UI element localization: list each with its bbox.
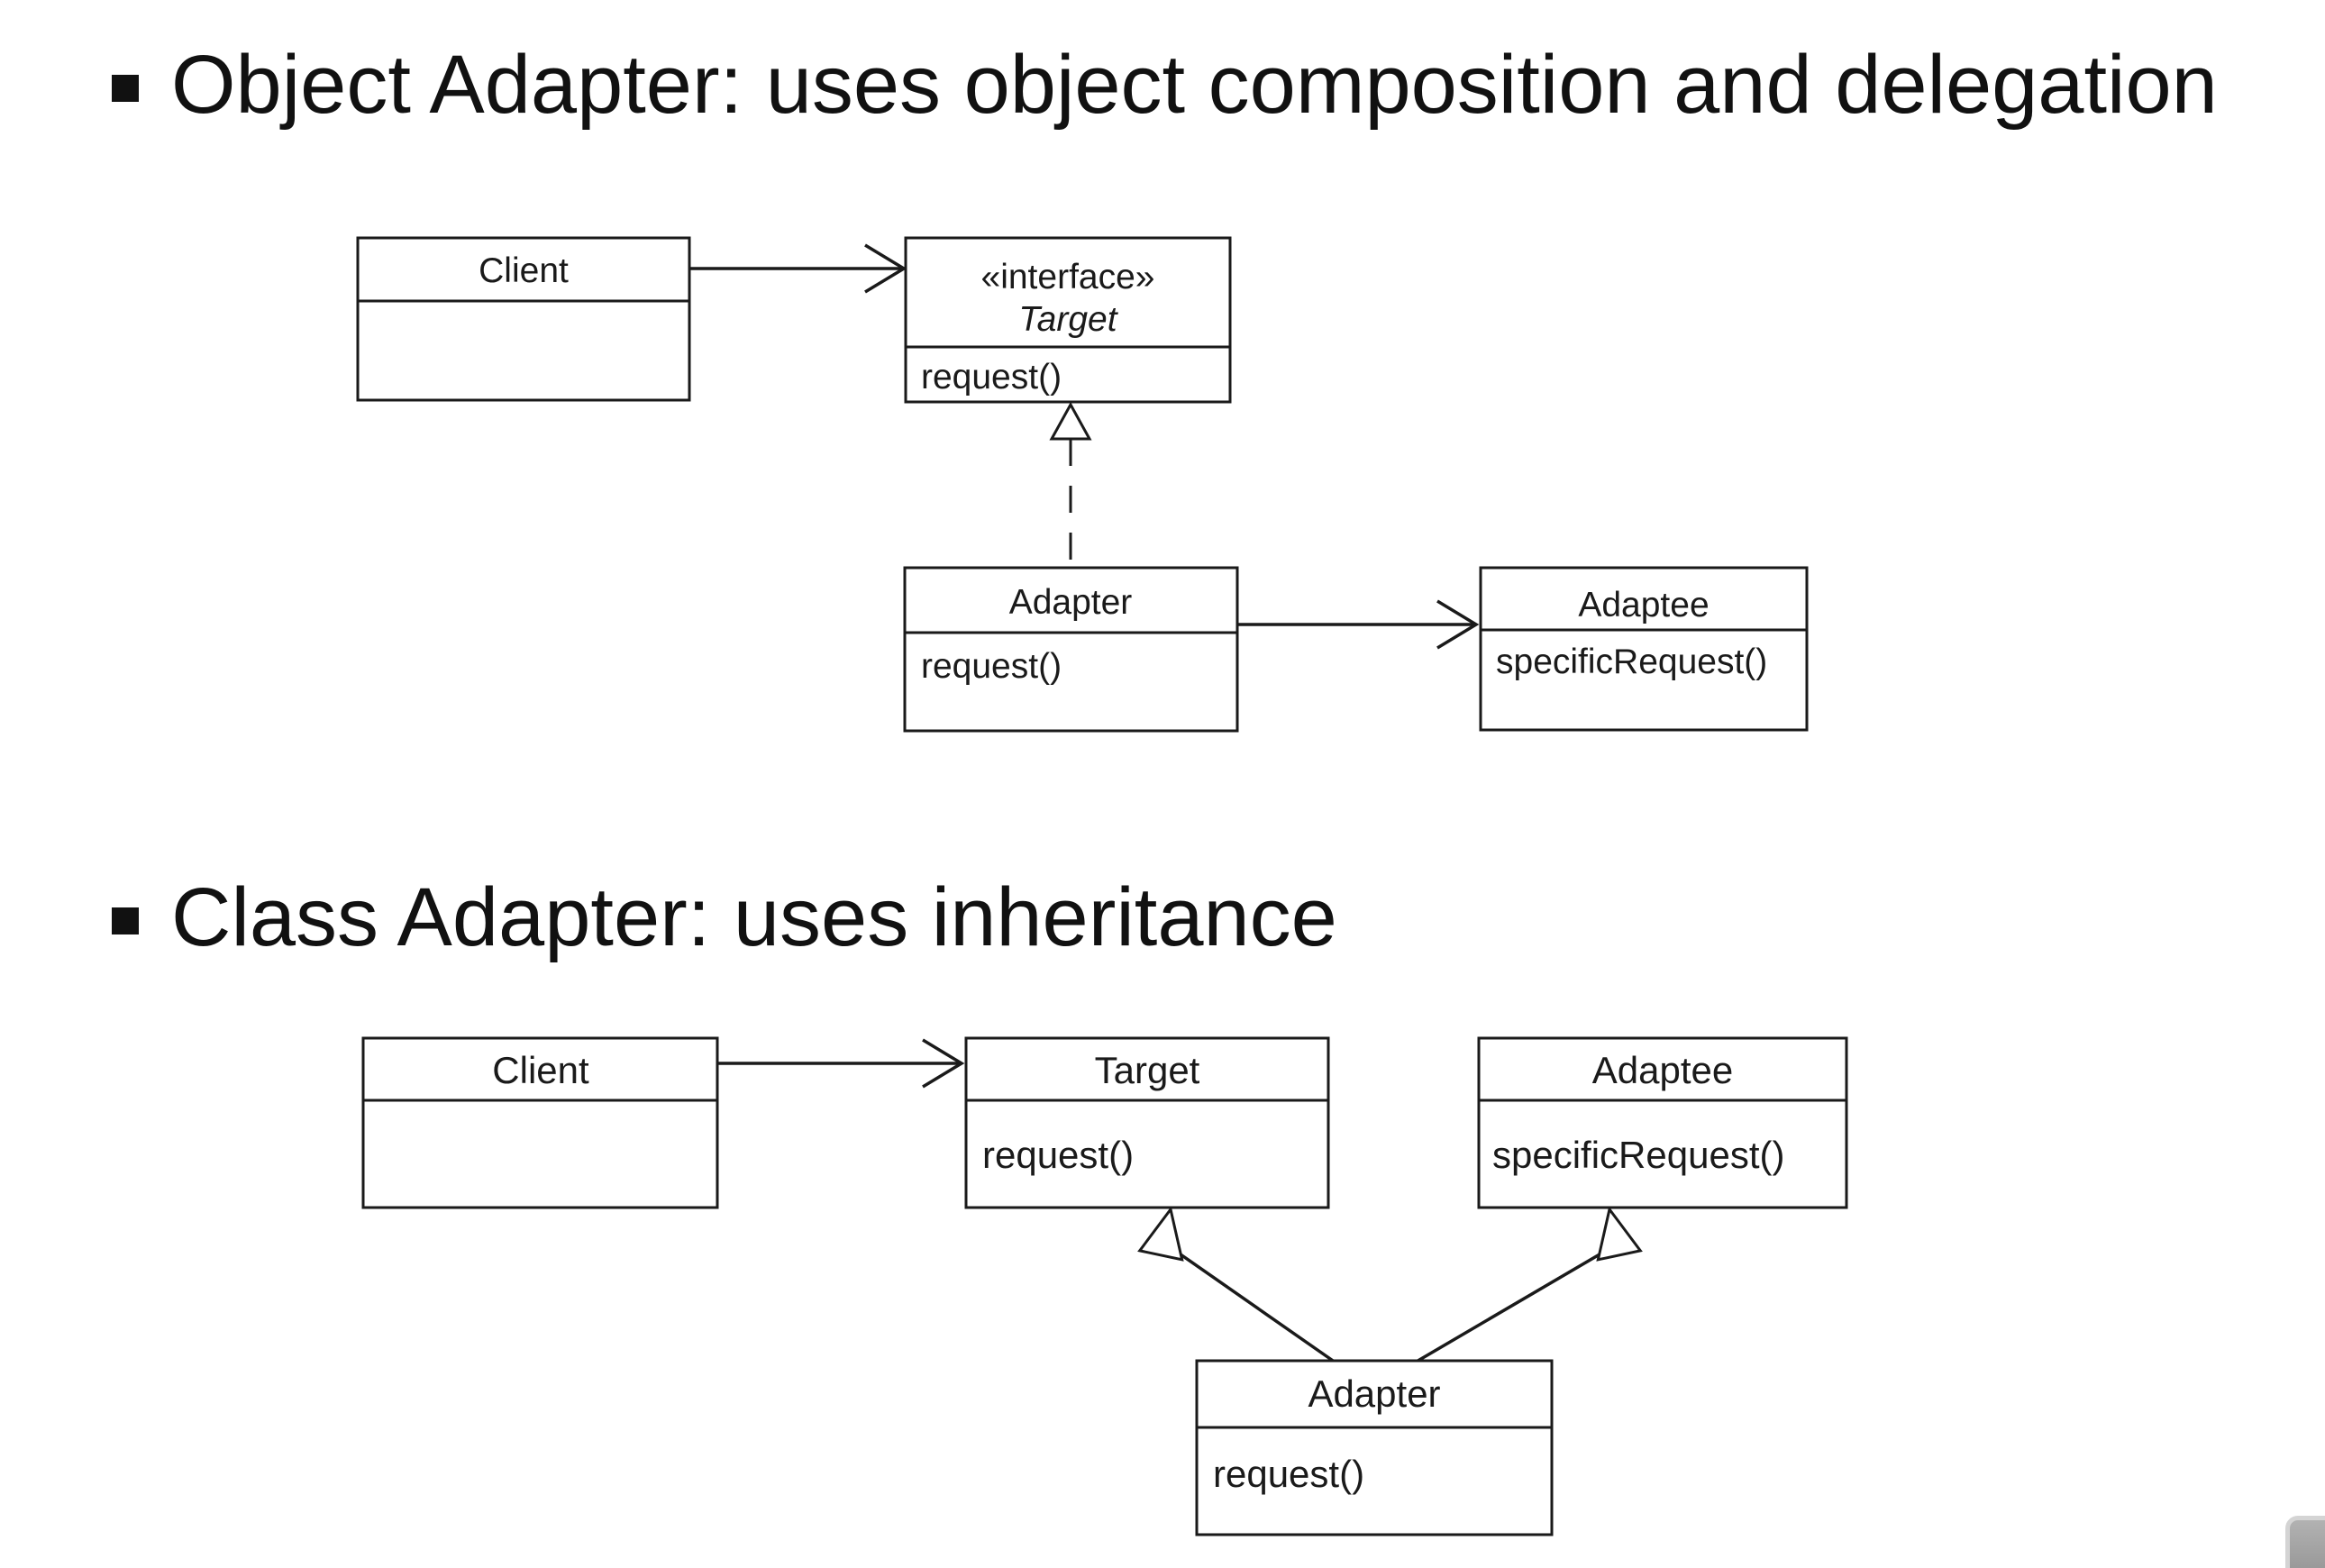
open-arrowhead-icon xyxy=(922,1038,965,1089)
class-name: Adaptee xyxy=(1578,586,1709,624)
class-box-frame xyxy=(1479,566,1809,732)
class-box-frame xyxy=(964,1036,1330,1209)
class-box-frame xyxy=(1477,1036,1848,1209)
client-class-box: Client xyxy=(361,1036,719,1209)
inheritance-line-adapter-target xyxy=(1179,1253,1337,1364)
class-box-frame xyxy=(1195,1359,1554,1536)
operation-label: specificRequest() xyxy=(1496,643,1767,681)
class-name: Client xyxy=(479,251,569,290)
hollow-triangle-arrowhead-icon xyxy=(1049,401,1092,441)
adapter-class-box: Adapter request() xyxy=(903,566,1239,733)
class-box-frame xyxy=(903,566,1239,733)
class-name: Client xyxy=(492,1049,589,1091)
operation-label: request() xyxy=(921,647,1062,686)
target-class-box: Target request() xyxy=(964,1036,1330,1209)
corner-nav-button[interactable] xyxy=(2285,1516,2325,1568)
object-adapter-diagram: Client «interface» Target request() Adap… xyxy=(356,236,1809,733)
class-adapter-diagram: Client Target request() Adaptee specific… xyxy=(361,1036,1848,1536)
class-name: Target xyxy=(1095,1049,1200,1091)
bullet-item-object-adapter: Object Adapter: uses object composition … xyxy=(112,25,2218,146)
class-box-frame xyxy=(356,236,691,402)
operation-label: specificRequest() xyxy=(1492,1134,1784,1176)
adaptee-class-box: Adaptee specificRequest() xyxy=(1477,1036,1848,1209)
inheritance-line-adapter-adaptee xyxy=(1414,1253,1600,1364)
operation-label: request() xyxy=(921,358,1062,397)
bullet-square-icon xyxy=(112,907,139,934)
class-box-frame xyxy=(904,236,1232,404)
target-interface-box: «interface» Target request() xyxy=(904,236,1232,404)
class-name: Adaptee xyxy=(1592,1049,1733,1091)
class-name: Adapter xyxy=(1308,1372,1440,1415)
class-name: Target xyxy=(1018,300,1118,339)
adapter-class-box: Adapter request() xyxy=(1195,1359,1554,1536)
open-arrowhead-icon xyxy=(1436,599,1480,650)
class-box-frame xyxy=(361,1036,719,1209)
hollow-triangle-arrowhead-icon xyxy=(1137,1206,1184,1262)
bullet-square-icon xyxy=(112,75,139,102)
bullet-item-class-adapter: Class Adapter: uses inheritance xyxy=(112,858,1337,979)
operation-label: request() xyxy=(1213,1453,1364,1495)
stereotype-label: «interface» xyxy=(981,258,1155,296)
operation-label: request() xyxy=(982,1134,1134,1176)
hollow-triangle-arrowhead-icon xyxy=(1596,1206,1643,1262)
bullet-text-class-adapter: Class Adapter: uses inheritance xyxy=(171,871,1337,964)
open-arrowhead-icon xyxy=(864,243,907,294)
client-class-box: Client xyxy=(356,236,691,402)
adaptee-class-box: Adaptee specificRequest() xyxy=(1479,566,1809,732)
bullet-text-object-adapter: Object Adapter: uses object composition … xyxy=(171,39,2218,132)
class-name: Adapter xyxy=(1009,583,1133,622)
